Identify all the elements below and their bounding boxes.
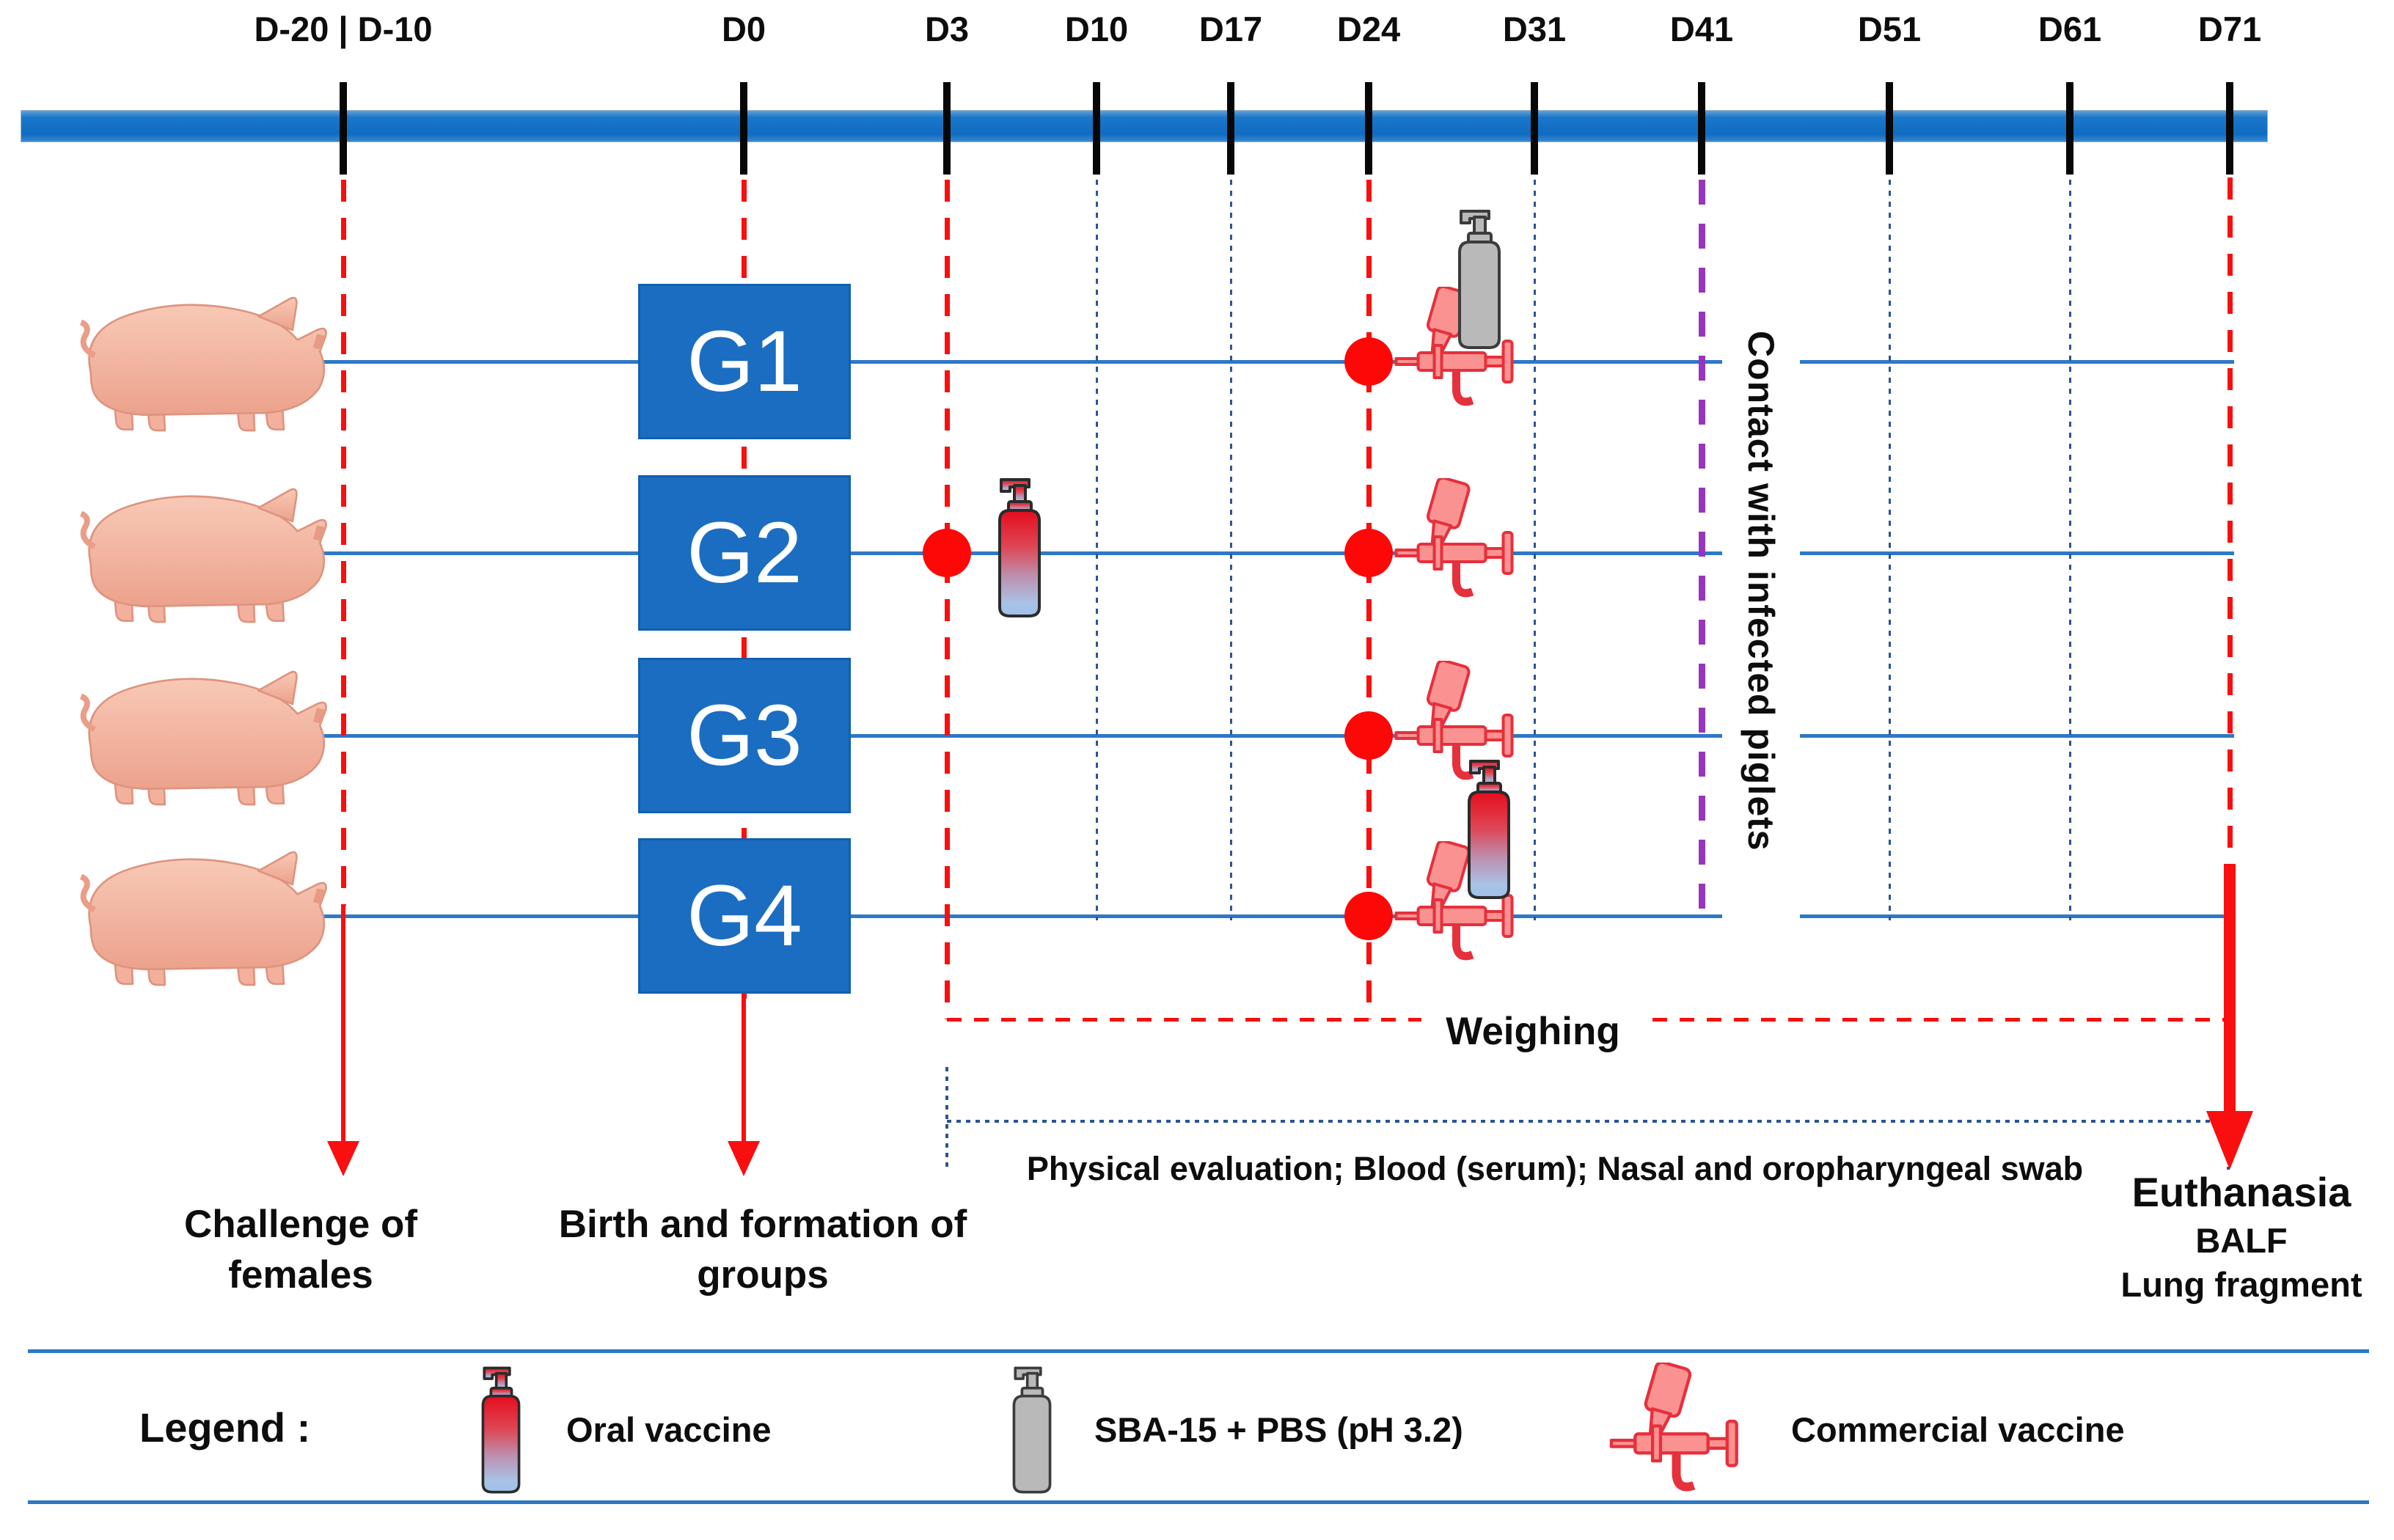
lung-fragment-label: Lung fragment [2120,1264,2362,1304]
legend-bottom-divider [28,1500,2369,1504]
column-line-D17 [1229,180,1232,920]
down-arrow-icon [327,1141,359,1176]
timeline-tick-label: D71 [2197,10,2262,48]
timeline-tick-label: D31 [1502,10,1567,48]
commercial-vaccine-syringe-icon-svg [1609,1360,1738,1492]
column-line-D41 [1698,180,1705,920]
commercial-vaccine-syringe-icon [1391,659,1521,787]
oral-vaccine-bottle-icon-svg [481,1366,521,1494]
event-dot-d24-g3 [1344,711,1393,760]
group-box-g3: G3 [638,658,851,813]
contact-with-infected-piglets-label: Contact with infected piglets [1722,243,1800,939]
timeline-tick-mark [1531,82,1538,175]
column-line-Dm20 [340,180,346,906]
sba15-bottle-icon [1002,1364,1062,1497]
group-row-line-g1 [297,360,2234,364]
column-line-D3 [944,180,950,1019]
event-dot-d24-g2 [1344,529,1393,577]
timeline-tick-mark [340,82,347,175]
column-line-D71 [2227,139,2233,864]
legend-top-divider [28,1349,2369,1353]
commercial-vaccine-syringe-icon-svg [1394,659,1514,780]
column-line-D24 [1366,180,1372,1019]
euthanasia-block: Euthanasia BALF Lung fragment [2089,1166,2394,1307]
down-arrow-icon [728,1141,760,1176]
group-row-line-g3 [297,734,2234,738]
weighing-label: Weighing [1421,1008,1644,1058]
oral-vaccine-bottle-icon [471,1364,531,1497]
sba15-bottle-icon-svg [1012,1366,1052,1494]
pig-image-svg [79,851,327,986]
timeline-tick-mark [1886,82,1893,175]
commercial-vaccine-syringe-icon-svg [1394,476,1514,598]
birth-and-formation-label: Birth and formation of groups [534,1200,992,1301]
commercial-vaccine-syringe-icon [1391,476,1521,604]
timeline-tick-label: D51 [1857,10,1922,48]
column-line-D10 [1095,180,1098,920]
timeline-tick-mark [740,82,747,175]
sba15-bottle-icon [1446,207,1512,353]
commercial-vaccine-syringe-icon [1391,839,1521,967]
column-line-D61 [2068,180,2071,920]
timeline-tick-label: D24 [1336,10,1401,48]
timeline-tick-label: D61 [2038,10,2102,48]
commercial-vaccine-syringe-icon-svg [1394,839,1514,961]
pig-image [51,471,345,625]
group-box-g1: G1 [638,284,851,439]
pig-image-svg [79,488,327,623]
timeline-tick-mark [2226,82,2233,175]
timeline-tick-mark [1698,82,1705,175]
timeline-tick-mark [1365,82,1372,175]
sba15-bottle-icon-svg [1458,210,1501,349]
event-dot-d24-g4 [1344,892,1393,940]
timeline-tick-label: D41 [1669,10,1734,48]
event-dot-d24-g1 [1344,337,1393,386]
timeline-tick-label: D3 [924,10,970,48]
balf-label: BALF [2195,1220,2288,1260]
pig-image [51,653,345,807]
timeline-tick-mark [943,82,951,175]
timeline-tick-label: D0 [721,10,766,48]
oral-vaccine-bottle-icon [1456,757,1522,903]
legend-item-label: Commercial vaccine [1791,1410,2125,1449]
oral-vaccine-bottle-icon-svg [998,478,1041,617]
column-line-D51 [1888,180,1891,920]
commercial-vaccine-syringe-icon [1599,1360,1753,1499]
pig-image [51,834,345,988]
event-arrow-shaft [742,999,746,1141]
column-line-D31 [1533,180,1536,920]
timeline-tick-mark [1227,82,1234,175]
sampling-dotted-line [947,1120,2231,1123]
challenge-of-females-label: Challenge of females [116,1200,486,1301]
pig-image-svg [79,670,327,806]
group-box-g4: G4 [638,838,851,994]
sampling-bracket-left-cap [945,1067,948,1170]
sampling-label: Physical evaluation; Blood (serum); Nasa… [1026,1150,2084,1187]
timeline-bar [21,110,2268,142]
timeline-tick-mark [1093,82,1100,175]
legend-item-label: SBA-15 + PBS (pH 3.2) [1094,1410,1463,1449]
event-arrow-shaft [341,906,345,1141]
group-row-line-g2 [297,551,2234,555]
pig-image-svg [79,296,327,432]
timeline-tick-mark [2066,82,2073,175]
oral-vaccine-bottle-icon-svg [1468,760,1510,899]
challenge-line2: females [228,1253,373,1297]
down-arrow-icon [2206,1111,2253,1170]
euthanasia-arrow-shaft [2224,864,2236,1111]
birth-line1: Birth and formation of [558,1203,967,1246]
event-dot-d3-g2 [923,529,971,577]
legend-item-label: Oral vaccine [566,1410,772,1449]
pig-image [51,279,345,433]
birth-line2: groups [697,1253,829,1297]
group-row-line-g4 [297,914,2234,918]
timeline-tick-label: D17 [1198,10,1263,48]
timeline-tick-label: D-20 | D-10 [254,10,433,48]
oral-vaccine-bottle-icon [986,475,1053,622]
challenge-line1: Challenge of [183,1203,418,1246]
euthanasia-label: Euthanasia [2131,1169,2351,1215]
legend-title: Legend : [139,1404,311,1451]
timeline-tick-label: D10 [1064,10,1129,48]
group-box-g2: G2 [638,475,851,631]
